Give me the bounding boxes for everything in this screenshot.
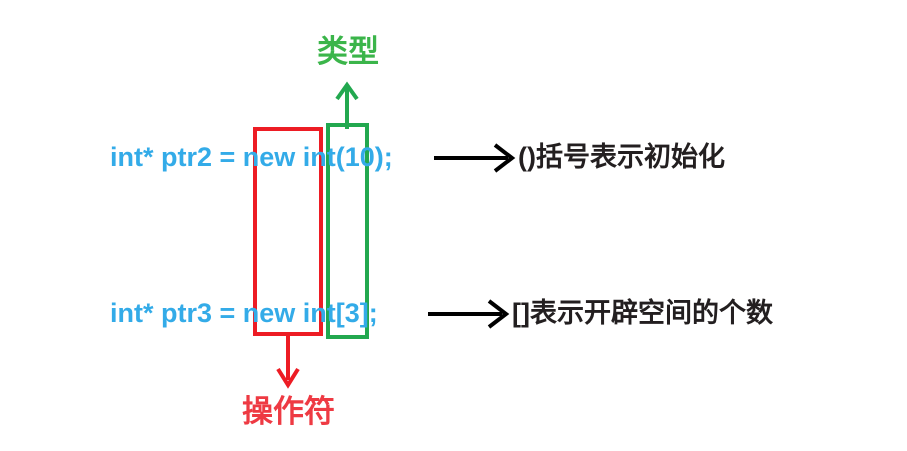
operator-highlight-box: [253, 127, 323, 336]
type-highlight-box: [326, 123, 369, 339]
code-line-ptr2: int* ptr2 = new int(10);: [110, 142, 393, 172]
type-label: 类型: [317, 34, 379, 69]
annotation-array-count: []表示开辟空间的个数: [512, 298, 773, 328]
code-line-ptr3: int* ptr3 = new int[3];: [110, 298, 378, 328]
right-arrow-icon-1: [434, 143, 516, 173]
annotation-initialization: ()括号表示初始化: [518, 142, 725, 172]
right-arrow-icon-2: [428, 299, 510, 329]
operator-label: 操作符: [242, 394, 335, 429]
down-arrow-icon: [276, 334, 300, 389]
